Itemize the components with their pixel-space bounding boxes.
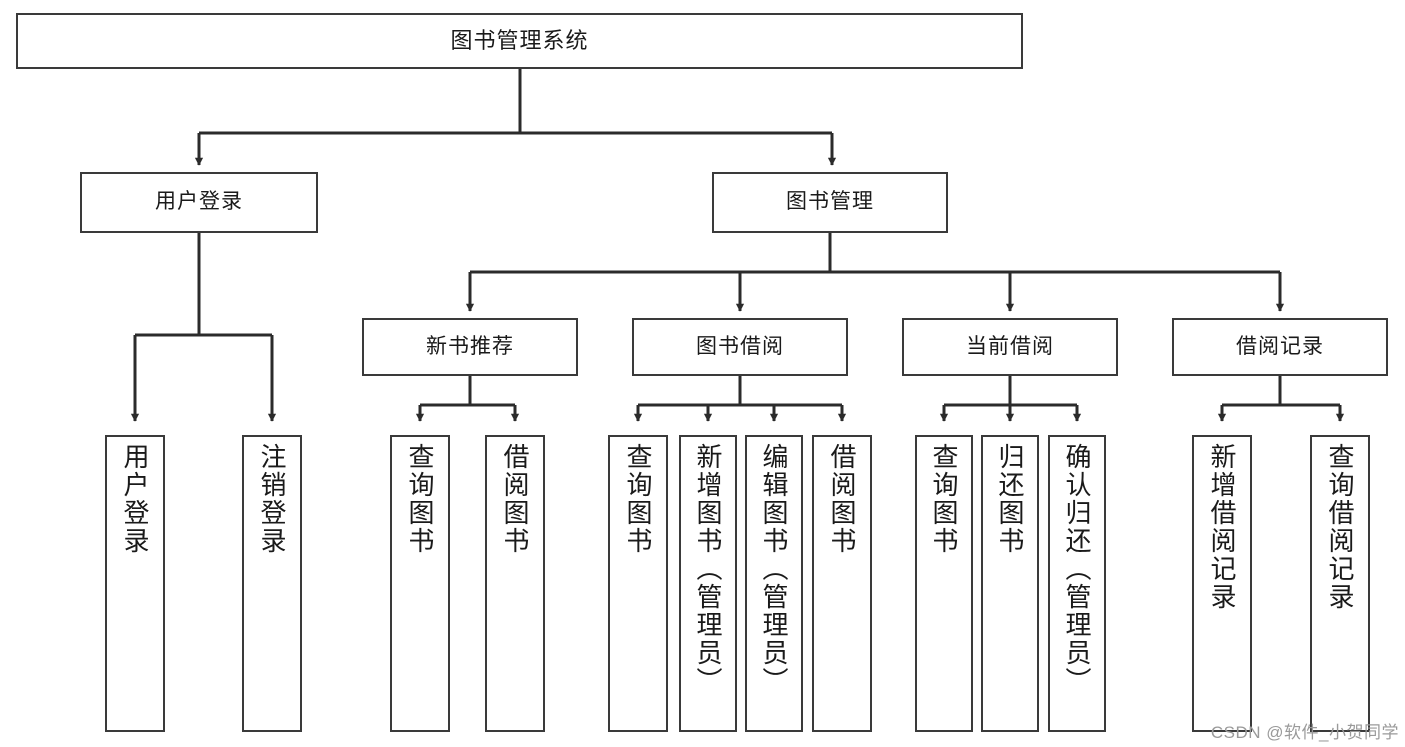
node-label: 图书管理 (786, 190, 874, 214)
node-leaf-return-book[interactable]: 归还图书 (981, 435, 1039, 732)
node-root-system[interactable]: 图书管理系统 (16, 13, 1023, 69)
node-label: 新书推荐 (426, 334, 514, 358)
node-leaf-borrow-book-1[interactable]: 借阅图书 (485, 435, 545, 732)
node-label: 编辑图书（管理员） (759, 443, 789, 695)
node-leaf-query-book-1[interactable]: 查询图书 (390, 435, 450, 732)
node-label: 查询图书 (405, 443, 435, 555)
node-label: 新增图书（管理员） (693, 443, 723, 695)
node-label: 图书借阅 (696, 334, 784, 358)
node-leaf-add-borrow-record[interactable]: 新增借阅记录 (1192, 435, 1252, 732)
node-leaf-logout-login[interactable]: 注销登录 (242, 435, 302, 732)
node-label: 用户登录 (120, 443, 150, 555)
node-label: 确认归还（管理员） (1062, 443, 1092, 695)
node-label: 归还图书 (995, 443, 1025, 555)
node-leaf-query-book-3[interactable]: 查询图书 (915, 435, 973, 732)
node-label: 图书管理系统 (450, 28, 589, 54)
node-book-borrow[interactable]: 图书借阅 (632, 318, 848, 376)
node-label: 借阅记录 (1236, 334, 1324, 358)
node-new-book-recommend[interactable]: 新书推荐 (362, 318, 578, 376)
node-leaf-query-borrow-record[interactable]: 查询借阅记录 (1310, 435, 1370, 732)
node-leaf-confirm-return-admin[interactable]: 确认归还（管理员） (1048, 435, 1106, 732)
node-leaf-edit-book-admin[interactable]: 编辑图书（管理员） (745, 435, 803, 732)
node-leaf-borrow-book-2[interactable]: 借阅图书 (812, 435, 872, 732)
node-leaf-add-book-admin[interactable]: 新增图书（管理员） (679, 435, 737, 732)
node-label: 注销登录 (257, 443, 287, 555)
node-label: 查询图书 (623, 443, 653, 555)
node-label: 查询借阅记录 (1325, 443, 1355, 611)
node-label: 查询图书 (929, 443, 959, 555)
node-current-borrow[interactable]: 当前借阅 (902, 318, 1118, 376)
node-label: 新增借阅记录 (1207, 443, 1237, 611)
node-user-login[interactable]: 用户登录 (80, 172, 318, 233)
node-borrow-record[interactable]: 借阅记录 (1172, 318, 1388, 376)
node-leaf-user-login[interactable]: 用户登录 (105, 435, 165, 732)
node-label: 用户登录 (155, 190, 243, 214)
node-label: 借阅图书 (500, 443, 530, 555)
node-label: 借阅图书 (827, 443, 857, 555)
node-leaf-query-book-2[interactable]: 查询图书 (608, 435, 668, 732)
node-label: 当前借阅 (966, 334, 1054, 358)
node-book-management[interactable]: 图书管理 (712, 172, 948, 233)
